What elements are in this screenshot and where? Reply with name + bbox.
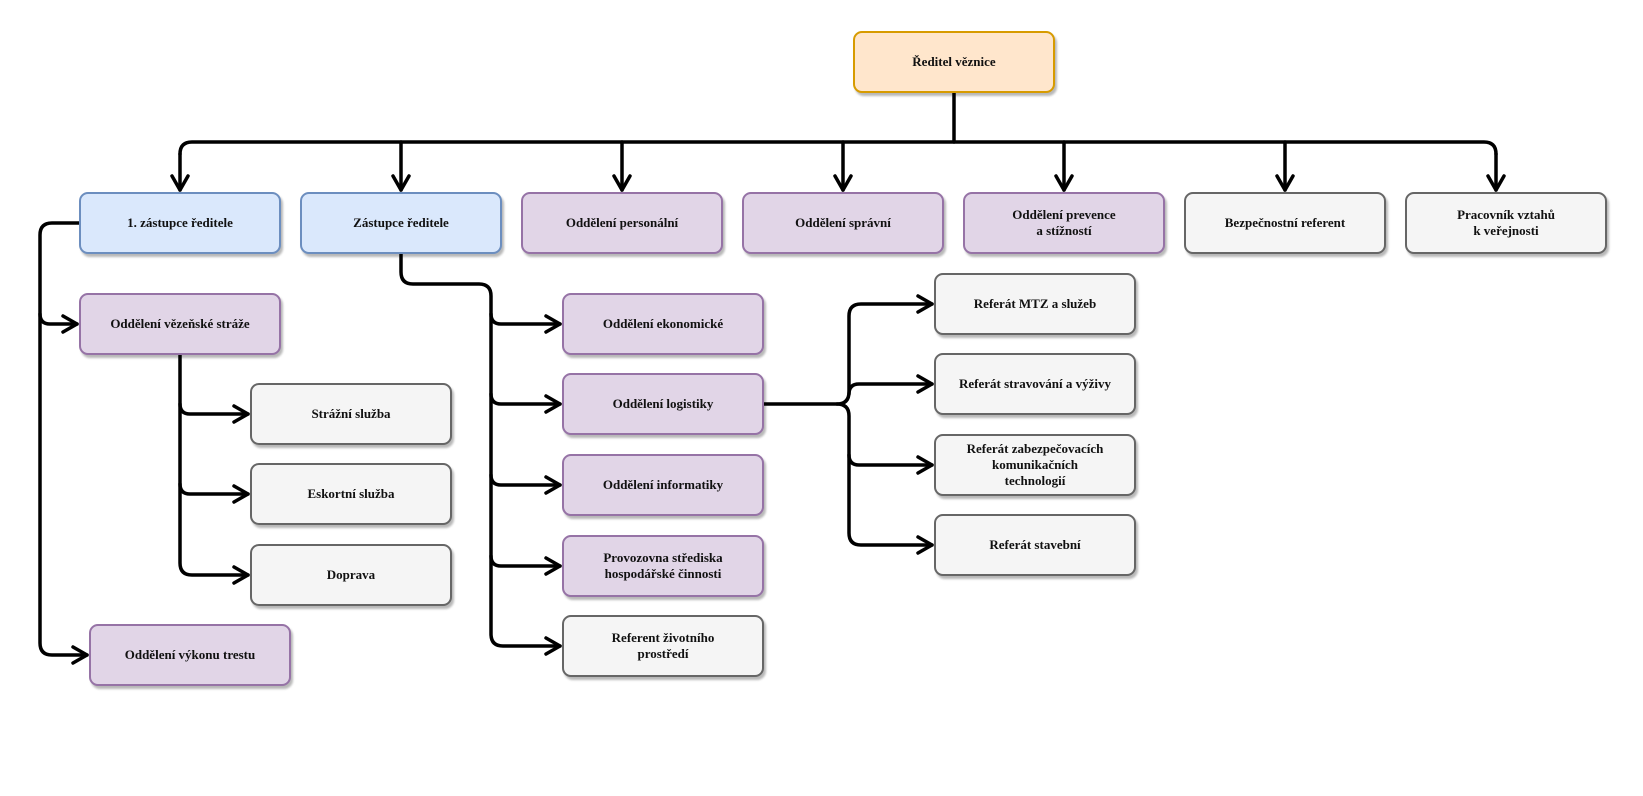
arrowhead-deputy1	[170, 174, 190, 192]
node-guard-service: Strážní služba	[250, 383, 452, 445]
node-prison-guard-department: Oddělení vězeňské stráže	[79, 293, 281, 355]
arrowhead-personnel	[612, 174, 632, 192]
connector-logistics-down	[835, 402, 934, 547]
node-prevention-complaints-department: Oddělení prevence a stížností	[963, 192, 1165, 254]
node-economic-department: Oddělení ekonomické	[562, 293, 764, 355]
arrowhead-environment	[544, 636, 562, 656]
node-public-relations-officer: Pracovník vztahů k veřejnosti	[1405, 192, 1607, 254]
connector-to-escort_service	[178, 482, 250, 496]
connector-deputy1-spine	[38, 221, 89, 657]
arrowhead-communication_tech	[916, 455, 934, 475]
connector-to-economic	[489, 312, 562, 326]
node-logistics-department: Oddělení logistiky	[562, 373, 764, 435]
arrowhead-economic	[544, 314, 562, 334]
arrowhead-security_officer	[1275, 174, 1295, 192]
connector-to-economic_activity	[489, 554, 562, 568]
connector-to-catering	[847, 382, 934, 396]
node-mtz-services-unit: Referát MTZ a služeb	[934, 273, 1136, 335]
arrowhead-it	[544, 475, 562, 495]
arrowhead-logistics	[544, 394, 562, 414]
arrowhead-administrative	[833, 174, 853, 192]
connector-to-logistics	[489, 392, 562, 406]
arrowhead-prevention	[1054, 174, 1074, 192]
node-deputy-director: Zástupce ředitele	[300, 192, 502, 254]
node-escort-service: Eskortní služba	[250, 463, 452, 525]
arrowhead-transport	[232, 565, 250, 585]
arrowhead-public_relations	[1486, 174, 1506, 192]
node-director: Ředitel věznice	[853, 31, 1055, 93]
connector-director-bus	[178, 140, 1498, 156]
arrowhead-catering	[916, 374, 934, 394]
connector-to-it	[489, 473, 562, 487]
node-economic-activity-facility: Provozovna střediska hospodářské činnost…	[562, 535, 764, 597]
arrowhead-economic_activity	[544, 556, 562, 576]
connector-deputy-spine	[399, 252, 562, 648]
arrowhead-sentence_execution	[71, 645, 89, 665]
connector-to-communication_tech	[847, 453, 934, 467]
arrowhead-escort_service	[232, 484, 250, 504]
node-security-officer: Bezpečnostní referent	[1184, 192, 1386, 254]
node-communication-technology-unit: Referát zabezpečovacích komunikačních te…	[934, 434, 1136, 496]
connector-to-prison_guard	[38, 312, 79, 326]
arrowhead-construction	[916, 535, 934, 555]
node-sentence-execution-department: Oddělení výkonu trestu	[89, 624, 291, 686]
arrowhead-guard_service	[232, 404, 250, 424]
node-transport: Doprava	[250, 544, 452, 606]
arrowhead-mtz_services	[916, 294, 934, 314]
node-catering-unit: Referát stravování a výživy	[934, 353, 1136, 415]
node-construction-unit: Referát stavební	[934, 514, 1136, 576]
node-personnel-department: Oddělení personální	[521, 192, 723, 254]
node-environment-officer: Referent životního prostředí	[562, 615, 764, 677]
arrowhead-deputy	[391, 174, 411, 192]
connector-to-guard_service	[178, 402, 250, 416]
node-administrative-department: Oddělení správní	[742, 192, 944, 254]
arrowhead-prison_guard	[61, 314, 79, 334]
node-first-deputy-director: 1. zástupce ředitele	[79, 192, 281, 254]
node-it-department: Oddělení informatiky	[562, 454, 764, 516]
connector-guard-spine	[178, 353, 250, 577]
